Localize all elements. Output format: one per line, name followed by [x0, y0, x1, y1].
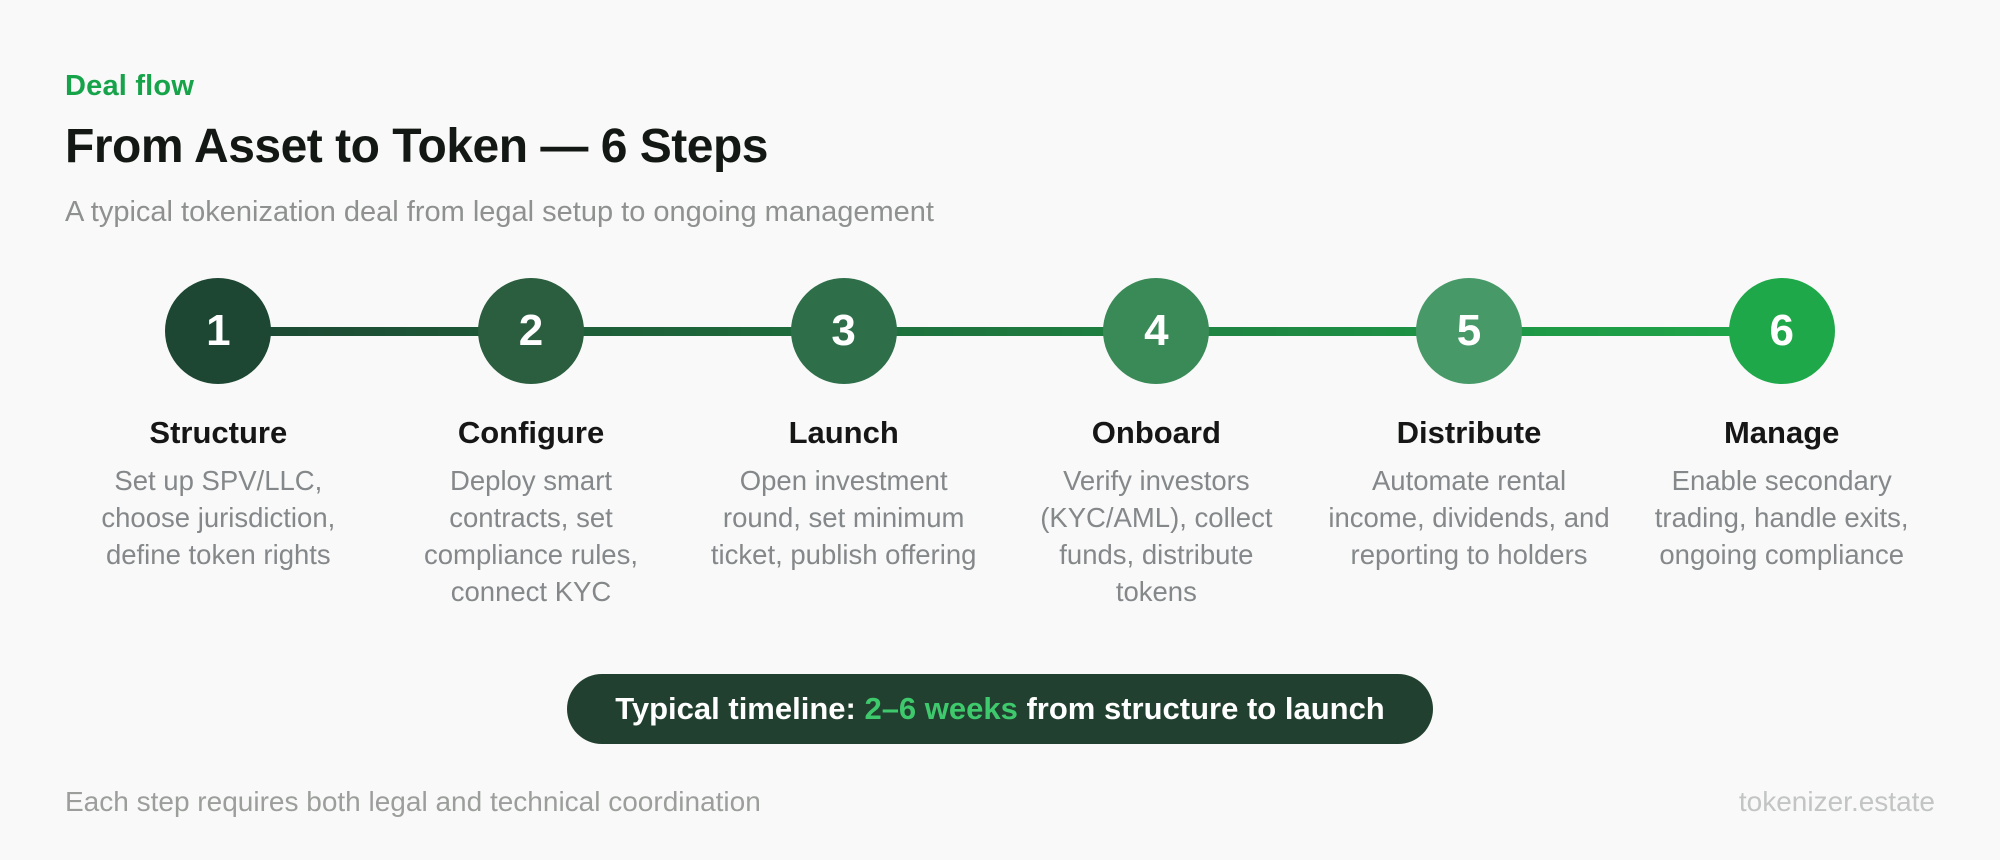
- brand-watermark: tokenizer.estate: [1738, 786, 1935, 817]
- banner-prefix: Typical timeline:: [615, 691, 865, 726]
- page-title: From Asset to Token — 6 Steps: [65, 120, 768, 173]
- step-description: Verify investors (KYC/AML), collect fund…: [1040, 465, 1273, 607]
- timeline-banner: Typical timeline: 2–6 weeks from structu…: [567, 674, 1433, 744]
- step-label: Launch: [788, 415, 899, 450]
- page-subtitle: A typical tokenization deal from legal s…: [65, 196, 934, 228]
- eyebrow-label: Deal flow: [65, 70, 195, 102]
- step-distribute: 5 Distribute Automate rental income, div…: [1313, 278, 1626, 610]
- step-launch: 3 Launch Open investment round, set mini…: [687, 278, 1000, 610]
- step-label: Configure: [457, 415, 605, 450]
- step-description: Set up SPV/LLC, choose jurisdiction, def…: [101, 465, 336, 570]
- step-label: Structure: [149, 415, 288, 450]
- step-circle-4: 4: [1103, 278, 1210, 384]
- step-description: Open investment round, set minimum ticke…: [710, 465, 977, 570]
- header: Deal flow From Asset to Token — 6 Steps …: [0, 0, 2000, 229]
- step-structure: 1 Structure Set up SPV/LLC, choose juris…: [62, 278, 375, 610]
- step-circle-1: 1: [165, 278, 272, 384]
- step-circle-2: 2: [478, 278, 584, 384]
- step-manage: 6 Manage Enable secondary trading, handl…: [1625, 278, 1938, 610]
- timeline: 1 Structure Set up SPV/LLC, choose juris…: [62, 278, 1938, 610]
- banner-highlight: 2–6 weeks: [864, 691, 1018, 726]
- timeline-connector: [218, 327, 1782, 336]
- step-description: Enable secondary trading, handle exits, …: [1654, 465, 1909, 570]
- step-onboard: 4 Onboard Verify investors (KYC/AML), co…: [1000, 278, 1313, 610]
- step-circle-5: 5: [1416, 278, 1523, 384]
- timeline-banner-row: Typical timeline: 2–6 weeks from structu…: [0, 674, 2000, 744]
- step-configure: 2 Configure Deploy smart contracts, set …: [375, 278, 688, 610]
- step-label: Distribute: [1396, 415, 1542, 450]
- footer-note: Each step requires both legal and techni…: [65, 786, 761, 817]
- step-description: Deploy smart contracts, set compliance r…: [424, 465, 638, 607]
- banner-suffix: from structure to launch: [1017, 691, 1385, 726]
- step-label: Onboard: [1091, 415, 1221, 450]
- step-circle-6: 6: [1728, 278, 1835, 384]
- footer: Each step requires both legal and techni…: [65, 786, 1935, 818]
- step-description: Automate rental income, dividends, and r…: [1328, 465, 1610, 570]
- step-label: Manage: [1723, 415, 1840, 450]
- step-circle-3: 3: [790, 278, 897, 384]
